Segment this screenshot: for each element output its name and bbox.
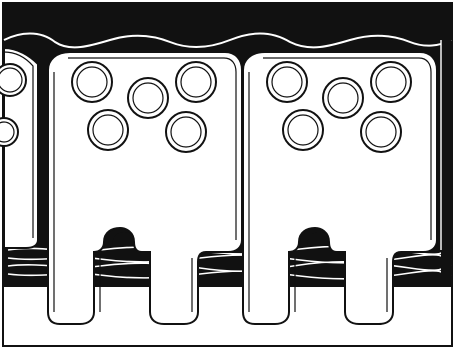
granule (323, 78, 363, 118)
granule (361, 112, 401, 152)
granule (88, 110, 128, 150)
granule (176, 62, 216, 102)
granule (267, 62, 307, 102)
granule (128, 78, 168, 118)
right-edge (441, 4, 451, 286)
granule (371, 62, 411, 102)
cell-partial-left (0, 48, 38, 248)
granule (166, 112, 206, 152)
granule (283, 110, 323, 150)
granule (72, 62, 112, 102)
